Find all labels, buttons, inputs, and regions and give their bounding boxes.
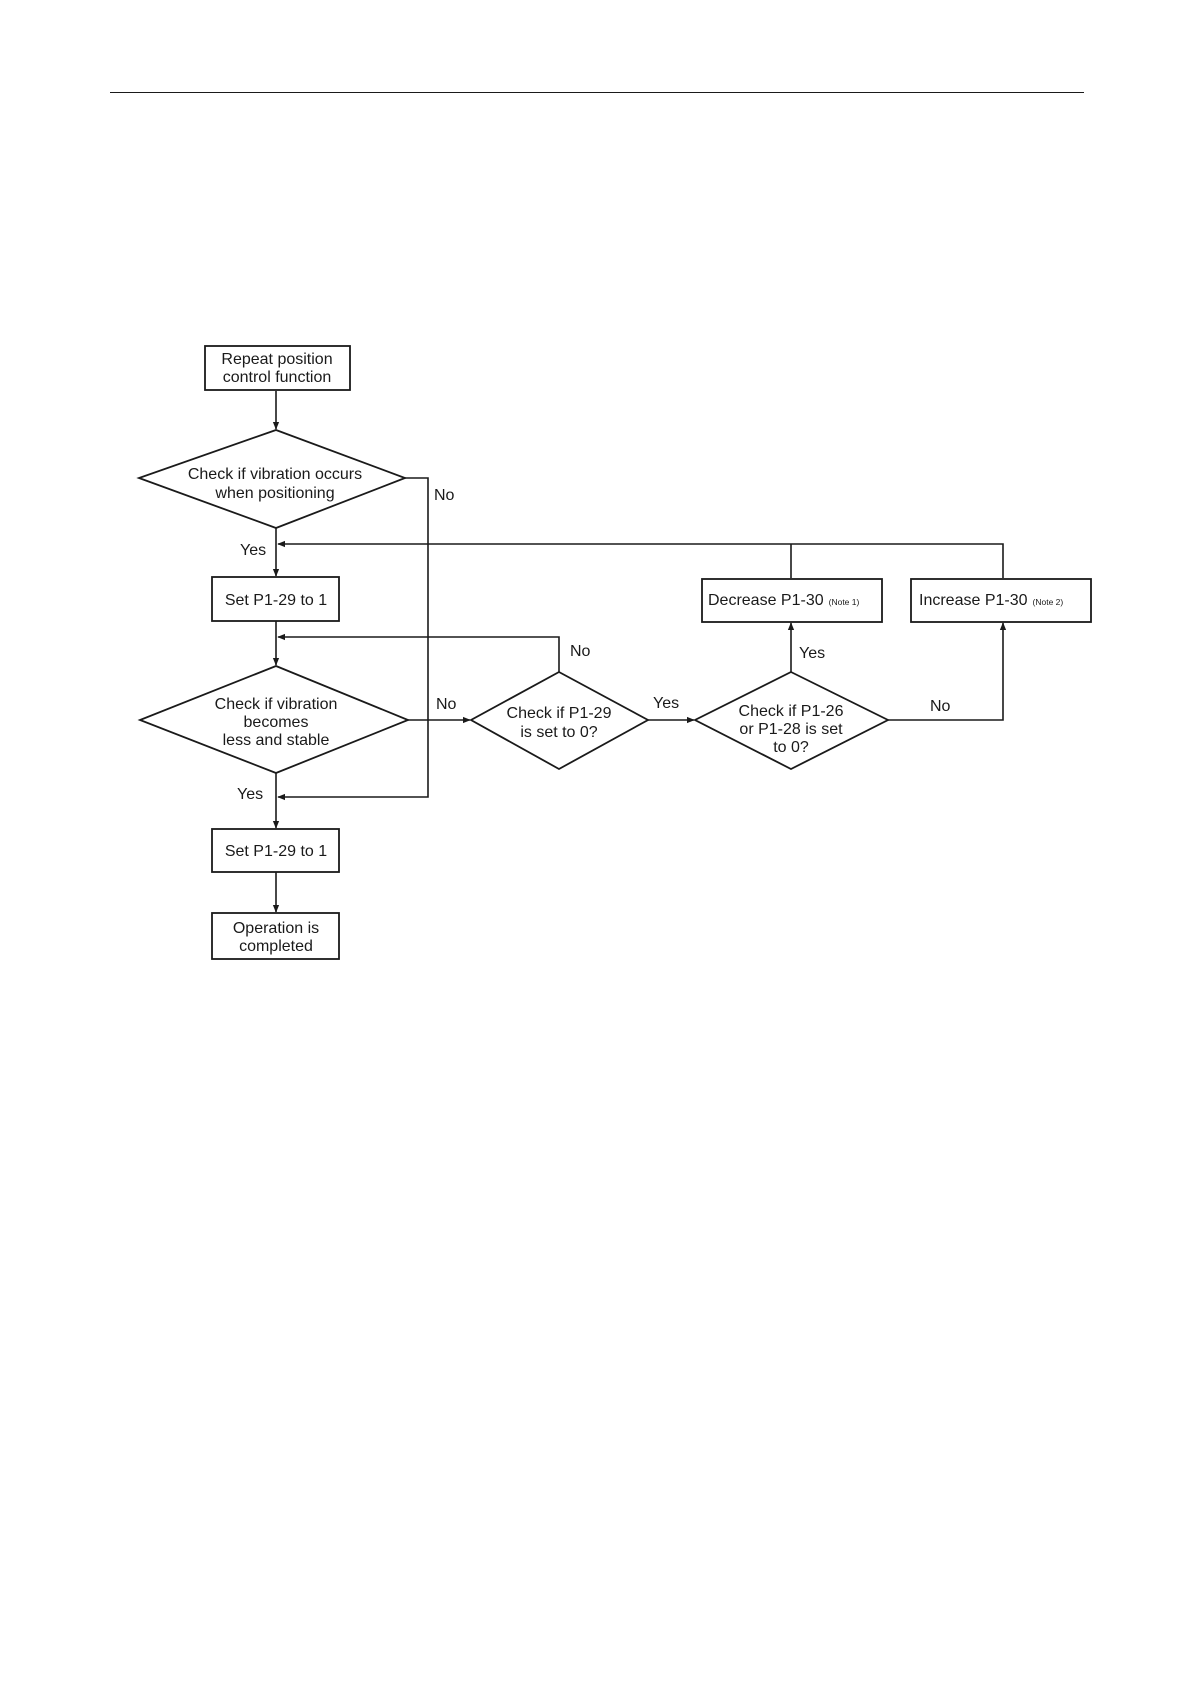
node-check-vibration-line-1: Check if vibration occurs (188, 466, 362, 483)
node-check-p126: Check if P1-26 or P1-28 is set to 0? (693, 670, 891, 771)
node-set-p129-second-line-1: Set P1-29 to 1 (225, 843, 327, 860)
node-check-stable: Check if vibration becomes less and stab… (137, 665, 411, 774)
node-decrease-label: Decrease P1-30 (708, 592, 824, 609)
edges (272, 391, 1007, 913)
label-check-p129-yes: Yes (653, 695, 679, 712)
node-start-line-1: Repeat position (221, 351, 332, 368)
node-check-p126-line-2: or P1-28 is set (739, 721, 843, 738)
node-increase-label: Increase P1-30 (919, 592, 1028, 609)
node-set-p129-first-line-1: Set P1-29 to 1 (225, 592, 327, 609)
edge-check-p129-no (277, 633, 560, 672)
node-end: Operation is completed (211, 912, 340, 960)
node-end-line-1: Operation is (233, 920, 319, 937)
node-start-line-2: control function (223, 369, 332, 386)
edge-check-p126-no (888, 622, 1007, 721)
label-check-stable-no: No (436, 696, 457, 713)
node-check-p129-line-2: is set to 0? (520, 724, 597, 741)
label-check-p126-yes: Yes (799, 645, 825, 662)
node-check-stable-line-1: Check if vibration (215, 696, 338, 713)
node-decrease-note: (Note 1) (829, 597, 860, 607)
node-set-p129-second: Set P1-29 to 1 (211, 828, 340, 873)
node-check-p129: Check if P1-29 is set to 0? (469, 670, 650, 771)
label-check-stable-yes: Yes (237, 786, 263, 803)
label-check-p126-no: No (930, 698, 951, 715)
node-decrease-text: Decrease P1-30 (Note 1) (708, 592, 859, 609)
label-check-vibration-yes: Yes (240, 542, 266, 559)
edge-increase-return (277, 540, 1004, 578)
node-end-line-2: completed (239, 938, 313, 955)
node-check-vibration-line-2: when positioning (214, 485, 334, 502)
node-increase: Increase P1-30 (Note 2) (910, 578, 1092, 623)
node-increase-text: Increase P1-30 (Note 2) (919, 592, 1063, 609)
label-check-vibration-no: No (434, 487, 455, 504)
node-check-p126-line-3: to 0? (773, 739, 809, 756)
label-check-p129-no: No (570, 643, 591, 660)
node-check-vibration: Check if vibration occurs when positioni… (136, 429, 408, 529)
node-decrease: Decrease P1-30 (Note 1) (701, 578, 883, 623)
node-set-p129-first: Set P1-29 to 1 (211, 576, 340, 622)
node-start: Repeat position control function (204, 345, 351, 391)
node-increase-note: (Note 2) (1033, 597, 1064, 607)
node-check-stable-line-2: becomes (244, 714, 309, 731)
node-check-stable-line-3: less and stable (223, 732, 330, 749)
node-check-p126-line-1: Check if P1-26 (739, 703, 844, 720)
node-check-p129-line-1: Check if P1-29 (507, 705, 612, 722)
edge-labels: No Yes No No Yes Yes No Yes (237, 487, 951, 803)
header-rule (110, 92, 1084, 93)
